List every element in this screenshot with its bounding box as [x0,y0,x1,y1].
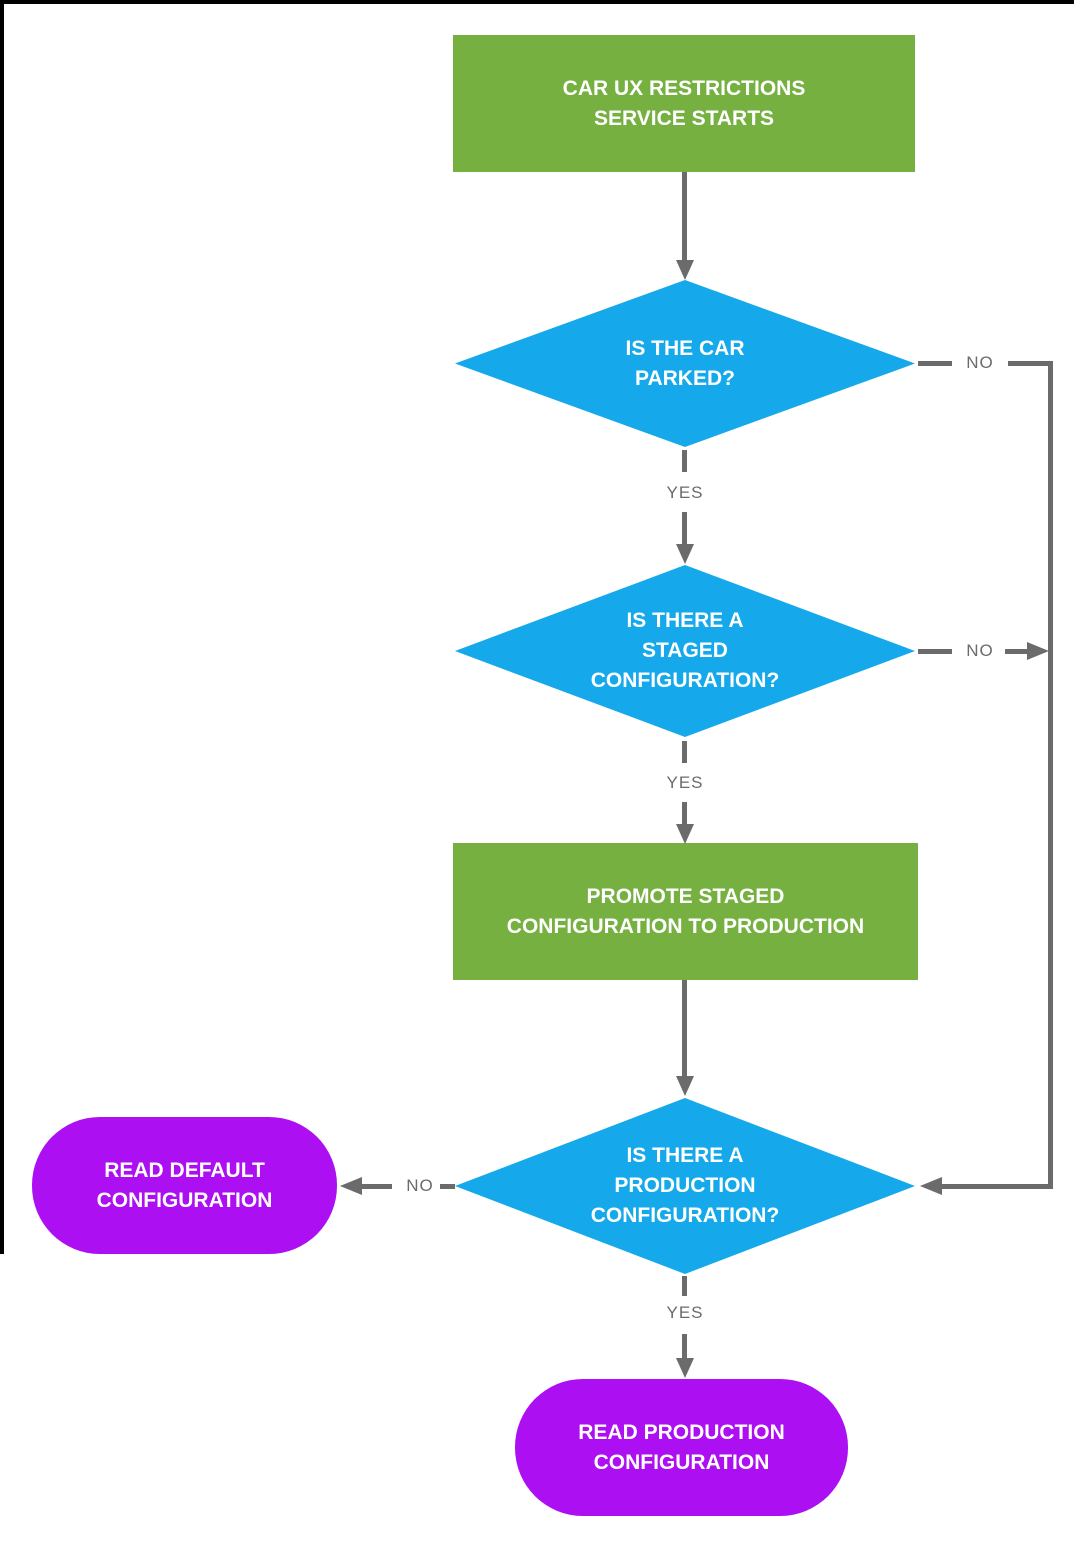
edge-label-no-parked: NO [966,353,994,372]
node-is-car-parked-line1: IS THE CAR [625,336,745,360]
edge-staged-yes-line [682,802,687,824]
edge-label-no-staged: NO [966,641,994,660]
edge-staged-yes-stub [682,741,687,763]
edge-staged-no-stub [918,649,952,654]
node-is-production-line1: IS THERE A [626,1144,744,1167]
arrowhead-down-icon [676,544,694,564]
arrowhead-down-icon [676,1076,694,1096]
node-start: CAR UX RESTRICTIONS SERVICE STARTS [453,35,915,172]
node-start-line2: SERVICE STARTS [593,106,775,130]
node-read-default-line1: READ DEFAULT [104,1158,265,1182]
node-is-staged-line3: CONFIGURATION? [590,669,780,692]
arrowhead-right-icon [1027,642,1049,660]
edge-parked-yes-stub [682,450,687,472]
arrowhead-left-icon [920,1177,942,1195]
frame-border-left [0,0,4,1254]
edge-production-yes-stub [682,1276,687,1296]
edge-staged-no-shaft [1005,649,1027,654]
edge-production-yes-line [682,1334,687,1358]
node-is-car-parked: IS THE CAR PARKED? [455,280,915,447]
arrowhead-down-icon [676,260,694,280]
edge-parked-yes-line [682,512,687,544]
node-is-production-configuration: IS THERE A PRODUCTION CONFIGURATION? [455,1098,915,1274]
edge-production-no-shaft [362,1184,392,1189]
edge-label-yes-parked: YES [666,483,704,502]
edge-parked-no-line-v [1048,361,1053,1189]
node-is-car-parked-line2: PARKED? [635,366,735,390]
edge-into-production-line [942,1184,1053,1189]
edge-label-yes-staged: YES [666,773,704,792]
node-start-line1: CAR UX RESTRICTIONS [562,76,806,100]
edge-label-no-production: NO [406,1176,434,1195]
arrowhead-down-icon [676,1358,694,1378]
node-promote-line2: CONFIGURATION TO PRODUCTION [506,914,865,938]
node-promote-staged: PROMOTE STAGED CONFIGURATION TO PRODUCTI… [453,843,918,980]
node-read-default-line2: CONFIGURATION [96,1188,273,1212]
arrowhead-down-icon [676,824,694,844]
node-is-production-line3: CONFIGURATION? [590,1204,780,1227]
node-promote-line1: PROMOTE STAGED [586,884,785,908]
frame-border-top [0,0,1074,4]
edge-parked-no-line-h [1008,361,1053,366]
edge-parked-no-stub [918,361,952,366]
node-read-production-line1: READ PRODUCTION [578,1420,785,1444]
edge-promote-line [682,980,687,1076]
arrowhead-left-icon [340,1177,362,1195]
node-is-staged-line1: IS THERE A [626,609,744,632]
node-read-production: READ PRODUCTION CONFIGURATION [515,1379,848,1516]
node-is-staged-configuration: IS THERE A STAGED CONFIGURATION? [455,565,915,737]
node-read-default: READ DEFAULT CONFIGURATION [32,1117,337,1254]
edge-production-no-stub [440,1184,455,1189]
node-read-production-line2: CONFIGURATION [593,1450,770,1474]
edge-start-to-parked-line [682,172,687,260]
node-is-production-line2: PRODUCTION [614,1174,756,1197]
node-is-staged-line2: STAGED [642,639,728,662]
edge-label-yes-production: YES [666,1303,704,1322]
